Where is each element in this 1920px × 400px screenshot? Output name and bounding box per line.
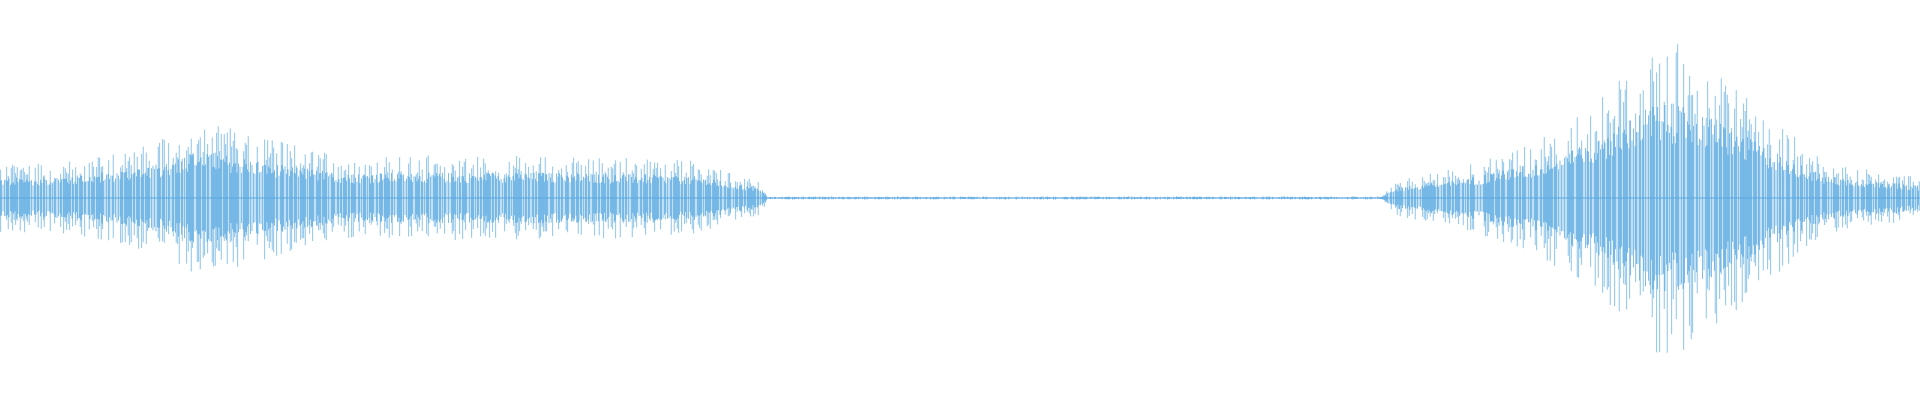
waveform-body xyxy=(0,105,1919,291)
waveform-spikes xyxy=(0,44,1920,353)
